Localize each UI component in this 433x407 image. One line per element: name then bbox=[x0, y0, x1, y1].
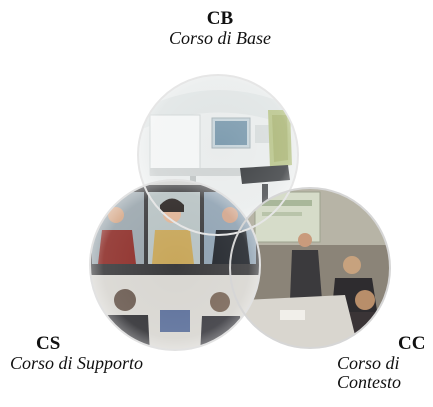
label-left-name: Corso di Supporto bbox=[10, 352, 144, 373]
label-top: CB Corso di Base bbox=[150, 9, 290, 48]
circle-right-rim bbox=[229, 187, 391, 349]
label-right-code: CC bbox=[398, 333, 426, 354]
circle-left-photo bbox=[90, 180, 260, 350]
label-left-code: CS bbox=[36, 333, 61, 354]
label-right-name-line1: Corso di bbox=[337, 352, 400, 373]
label-top-code: CB bbox=[206, 8, 234, 29]
label-top-name: Corso di Base bbox=[168, 27, 271, 48]
circle-left-rim bbox=[89, 179, 261, 351]
label-right-name-line2: Contesto bbox=[337, 371, 402, 392]
label-left: CS Corso di Supporto bbox=[2, 334, 182, 373]
circle-top-rim bbox=[137, 74, 299, 236]
label-right: CC Corso di Contesto bbox=[332, 334, 432, 392]
